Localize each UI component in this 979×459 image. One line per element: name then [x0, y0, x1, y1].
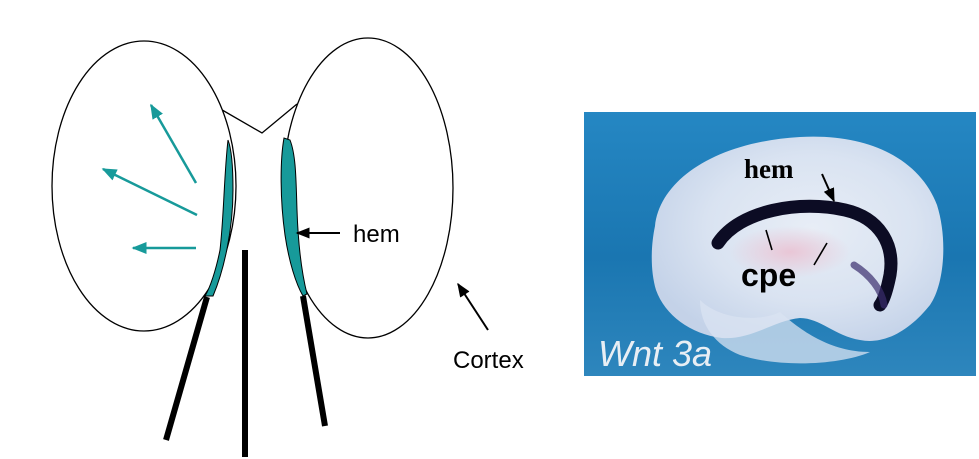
right-hemisphere: [283, 38, 453, 338]
hem-label: hem: [353, 221, 400, 248]
cortex-label: Cortex: [453, 347, 524, 374]
photo-cpe-label: cpe: [741, 257, 796, 293]
photo-gene-label: Wnt 3a: [598, 333, 712, 374]
right-bar: [303, 296, 325, 426]
cortex-pointer-arrow: [458, 284, 488, 330]
photo-hem-label: hem: [744, 154, 794, 184]
left-hemisphere: [52, 41, 236, 331]
schematic: hem Cortex: [52, 38, 524, 457]
wnt3a-photo: hem cpe Wnt 3a: [584, 112, 976, 376]
